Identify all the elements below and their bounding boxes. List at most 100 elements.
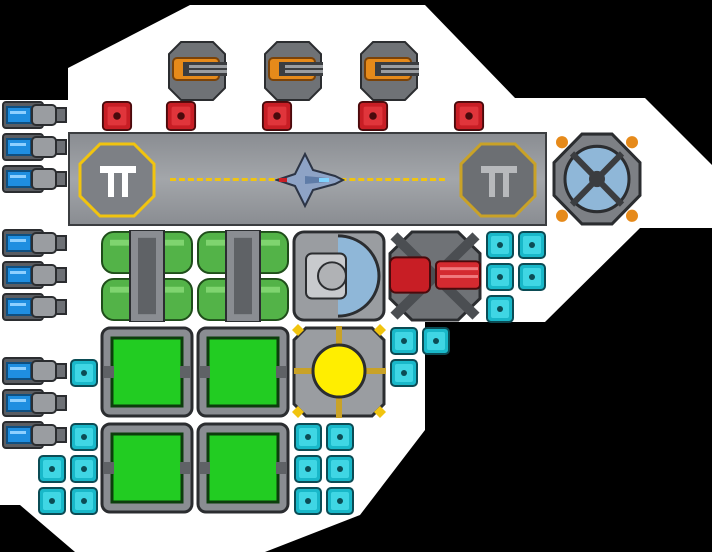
cargo-bay-1[interactable] <box>100 326 194 418</box>
cannon-turret-icon <box>360 41 419 101</box>
cyan-armor-block-icon <box>326 423 354 451</box>
cargo-bay-2[interactable] <box>196 326 290 418</box>
thruster-icon <box>2 293 67 321</box>
thruster-7[interactable] <box>2 356 68 386</box>
cyan-armor-block-icon <box>70 423 98 451</box>
landing-pad-left[interactable] <box>78 142 156 218</box>
red-armor-block-icon <box>261 100 293 132</box>
cyan-block-15[interactable] <box>293 422 323 452</box>
thruster-1[interactable] <box>2 100 68 130</box>
cyan-armor-block-icon <box>486 231 514 259</box>
cyan-armor-block-icon <box>390 327 418 355</box>
cyan-armor-block-icon <box>326 455 354 483</box>
cyan-armor-block-icon <box>486 295 514 323</box>
cyan-armor-block-icon <box>326 487 354 515</box>
cyan-armor-block-icon <box>390 359 418 387</box>
cyan-armor-block-icon <box>294 487 322 515</box>
cyan-block-11[interactable] <box>37 454 67 484</box>
red-block-5[interactable] <box>453 100 485 132</box>
cyan-block-5[interactable] <box>485 294 515 324</box>
hangar-runway[interactable] <box>68 132 547 226</box>
cyan-armor-block-icon <box>294 423 322 451</box>
fighter-ship-icon <box>275 151 345 209</box>
thruster-6[interactable] <box>2 292 68 322</box>
thruster-2[interactable] <box>2 132 68 162</box>
laser-weapon-icon <box>388 230 482 322</box>
thruster-icon <box>2 261 67 289</box>
cargo-bay-icon <box>100 422 194 514</box>
cargo-bay-icon <box>100 326 194 418</box>
gyroscope-icon <box>552 132 642 226</box>
laser-weapon[interactable] <box>388 230 482 322</box>
cyan-block-14[interactable] <box>69 486 99 516</box>
cyan-block-16[interactable] <box>325 422 355 452</box>
cyan-block-19[interactable] <box>293 486 323 516</box>
thruster-icon <box>2 229 67 257</box>
cyan-block-3[interactable] <box>485 262 515 292</box>
landing-pad-icon <box>459 142 537 218</box>
cyan-block-7[interactable] <box>421 326 451 356</box>
cyan-armor-block-icon <box>422 327 450 355</box>
landing-pad-right[interactable] <box>459 142 537 218</box>
red-armor-block-icon <box>165 100 197 132</box>
fuel-tank-icon <box>197 230 289 322</box>
fuel-tank-2[interactable] <box>196 230 290 322</box>
cyan-armor-block-icon <box>518 231 546 259</box>
cyan-armor-block-icon <box>70 487 98 515</box>
cyan-armor-block-icon <box>38 455 66 483</box>
cyan-block-9[interactable] <box>69 358 99 388</box>
cargo-bay-icon <box>196 326 290 418</box>
cyan-block-17[interactable] <box>293 454 323 484</box>
cyan-block-12[interactable] <box>69 454 99 484</box>
cyan-armor-block-icon <box>518 263 546 291</box>
thruster-9[interactable] <box>2 420 68 450</box>
red-armor-block-icon <box>453 100 485 132</box>
red-armor-block-icon <box>101 100 133 132</box>
cyan-block-4[interactable] <box>517 262 547 292</box>
cyan-block-18[interactable] <box>325 454 355 484</box>
red-block-3[interactable] <box>261 100 293 132</box>
cargo-bay-icon <box>196 422 290 514</box>
cyan-block-1[interactable] <box>485 230 515 260</box>
fuel-tank-icon <box>101 230 193 322</box>
gyroscope[interactable] <box>552 132 642 226</box>
thruster-4[interactable] <box>2 228 68 258</box>
red-block-1[interactable] <box>101 100 133 132</box>
cargo-bay-3[interactable] <box>100 422 194 514</box>
cyan-block-2[interactable] <box>517 230 547 260</box>
shield-generator-icon <box>292 230 386 322</box>
thruster-5[interactable] <box>2 260 68 290</box>
turret-3[interactable] <box>357 40 421 102</box>
reactor-core[interactable] <box>292 324 386 418</box>
cyan-armor-block-icon <box>486 263 514 291</box>
cyan-block-10[interactable] <box>69 422 99 452</box>
landing-pad-icon <box>78 142 156 218</box>
reactor-core-icon <box>292 324 386 418</box>
thruster-icon <box>2 357 67 385</box>
cyan-block-20[interactable] <box>325 486 355 516</box>
cyan-block-6[interactable] <box>389 326 419 356</box>
shield-generator[interactable] <box>292 230 386 322</box>
thruster-3[interactable] <box>2 164 68 194</box>
cyan-armor-block-icon <box>38 487 66 515</box>
cyan-armor-block-icon <box>70 359 98 387</box>
thruster-icon <box>2 165 67 193</box>
cyan-block-13[interactable] <box>37 486 67 516</box>
red-block-2[interactable] <box>165 100 197 132</box>
red-block-4[interactable] <box>357 100 389 132</box>
red-armor-block-icon <box>357 100 389 132</box>
fighter-ship[interactable] <box>275 148 345 212</box>
cannon-turret-icon <box>168 41 227 101</box>
cyan-block-8[interactable] <box>389 358 419 388</box>
cargo-bay-4[interactable] <box>196 422 290 514</box>
thruster-8[interactable] <box>2 388 68 418</box>
fuel-tank-1[interactable] <box>100 230 194 322</box>
turret-2[interactable] <box>261 40 325 102</box>
cyan-armor-block-icon <box>294 455 322 483</box>
thruster-icon <box>2 389 67 417</box>
cyan-armor-block-icon <box>70 455 98 483</box>
cannon-turret-icon <box>264 41 323 101</box>
thruster-icon <box>2 133 67 161</box>
turret-1[interactable] <box>165 40 229 102</box>
